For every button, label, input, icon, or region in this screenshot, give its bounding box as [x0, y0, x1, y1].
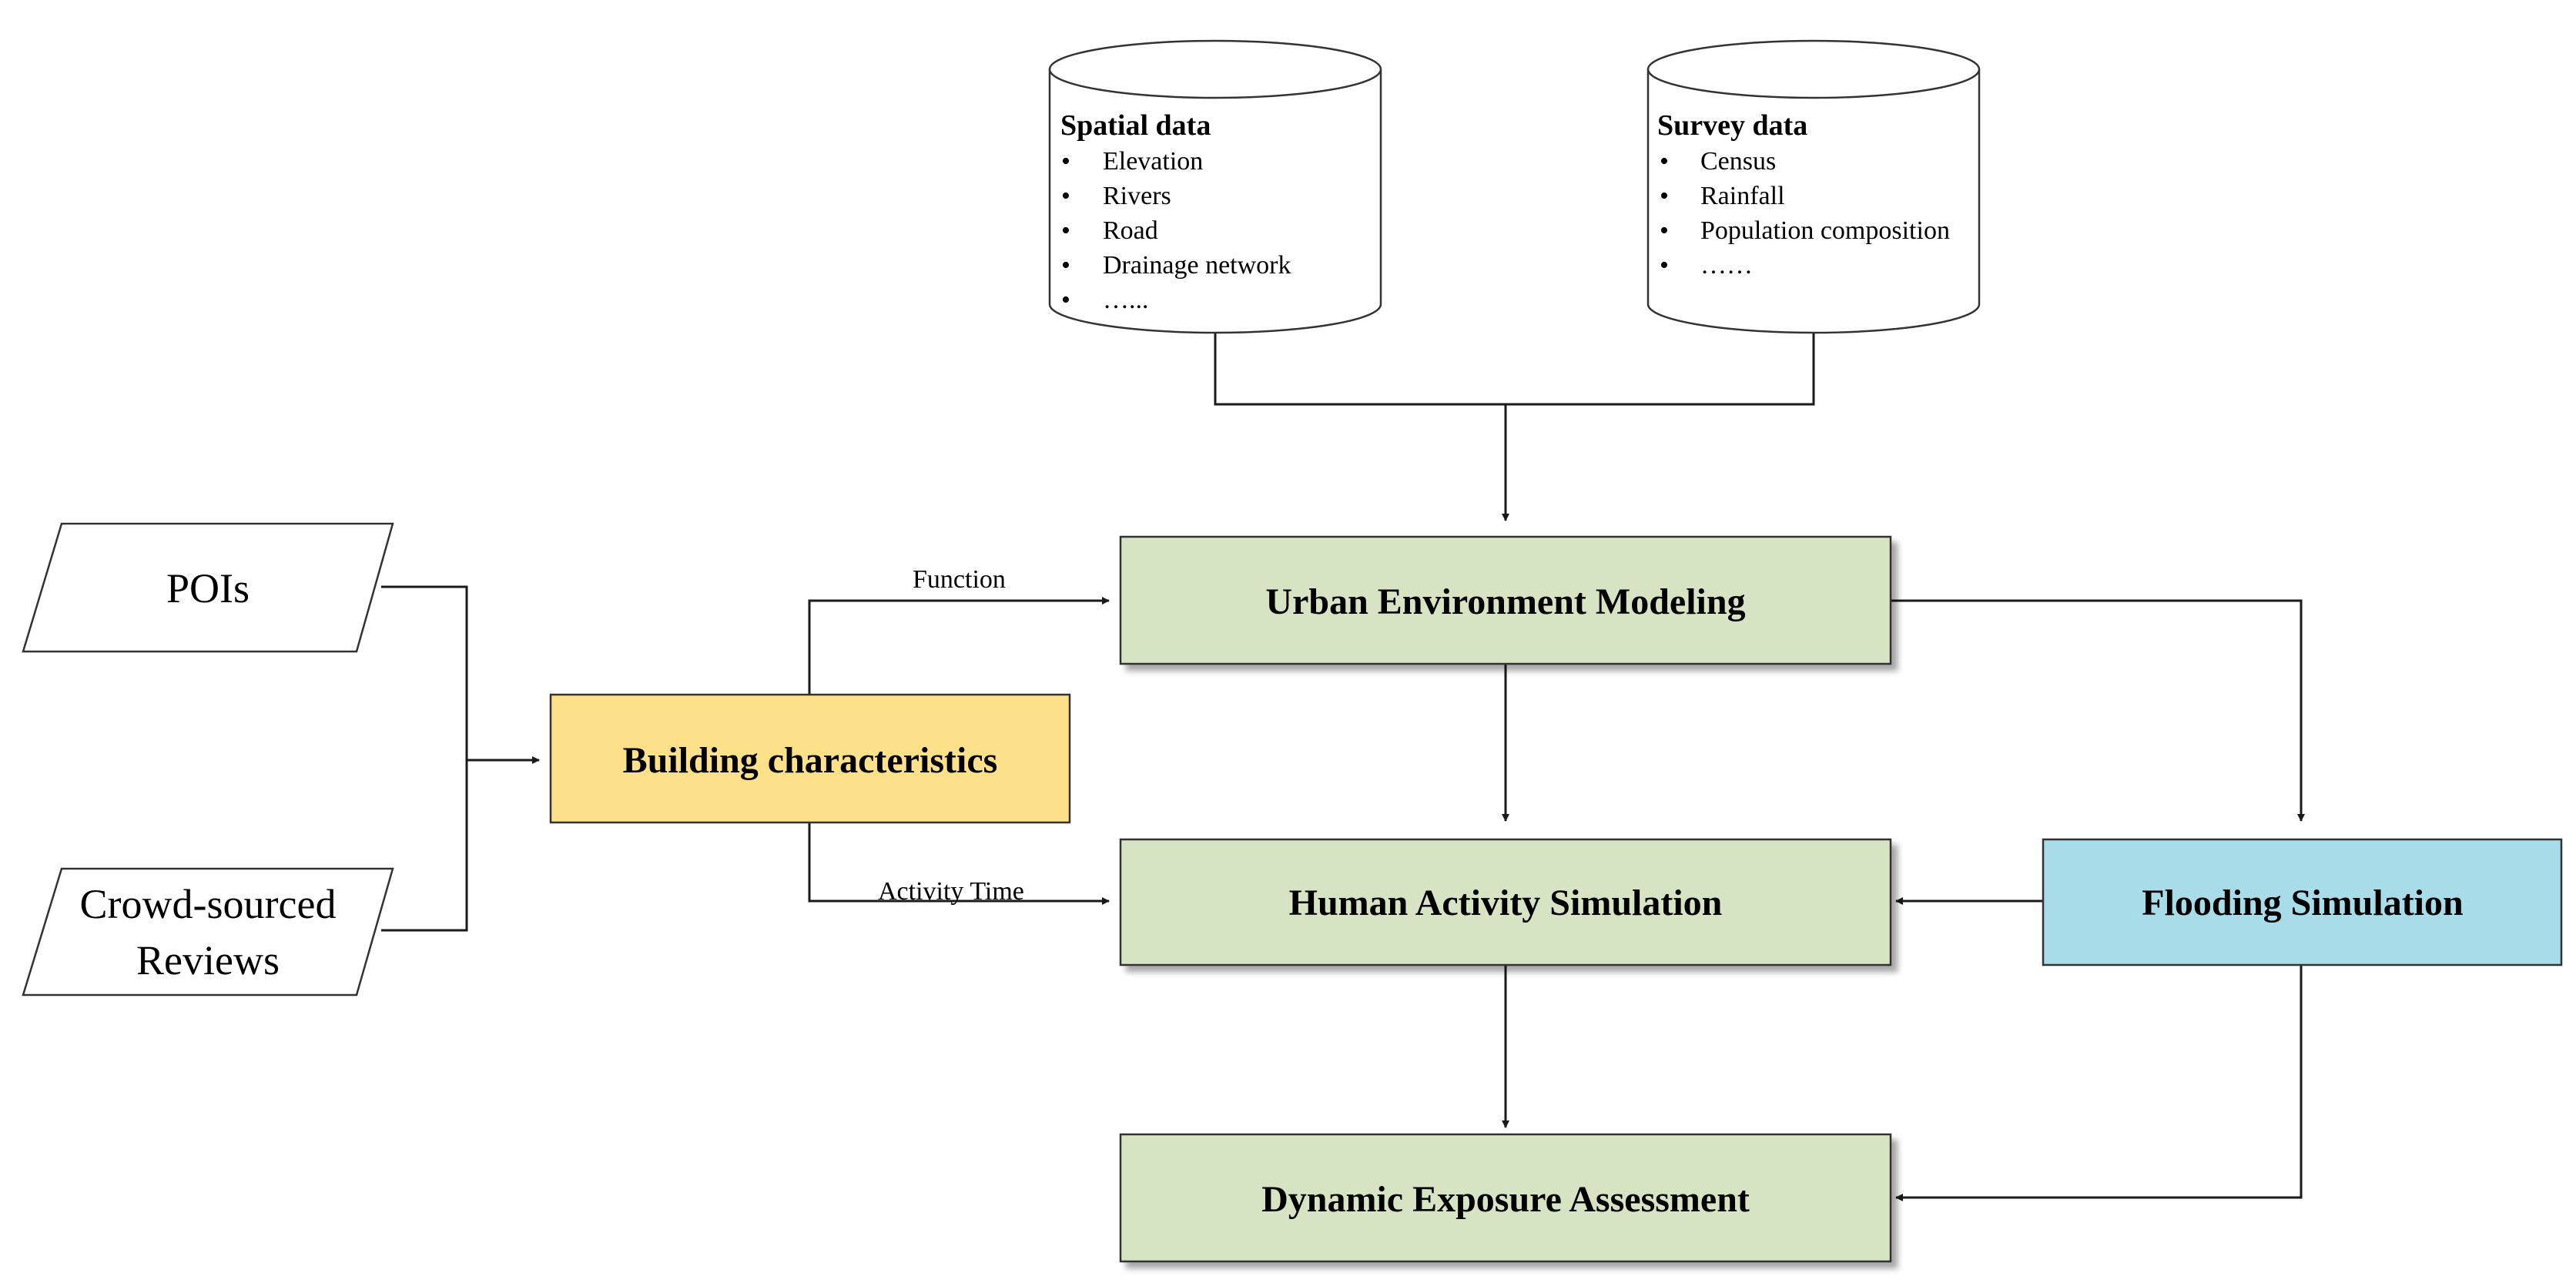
spatial-item-road: Road — [1103, 216, 1158, 245]
flooding-simulation-label: Flooding Simulation — [2142, 883, 2463, 923]
flooding-simulation-rect — [2042, 838, 2563, 966]
reviews-connector — [381, 760, 468, 932]
spatial-item-elevation: Elevation — [1103, 147, 1203, 176]
reviews-label-line2: Reviews — [136, 937, 280, 983]
survey-bullet-3: • — [1660, 216, 1669, 245]
survey-bullet-4: • — [1660, 251, 1669, 280]
human-activity-simulation-box: Human Activity Simulation — [1119, 838, 1892, 966]
pois-parallelogram — [22, 522, 394, 653]
survey-item-rainfall: Rainfall — [1700, 182, 1785, 210]
survey-data-database: Survey data • Census • Rainfall • Popula… — [1646, 39, 1981, 334]
building-characteristics-box: Building characteristics — [549, 693, 1071, 824]
pois-input: POIs — [22, 522, 394, 653]
survey-data-cylinder-body — [1646, 69, 1981, 334]
human-activity-simulation-label: Human Activity Simulation — [1289, 883, 1723, 923]
spatial-item-rivers: Rivers — [1103, 182, 1171, 210]
spatial-item-more: …... — [1103, 286, 1149, 314]
spatial-bullet-1: • — [1061, 147, 1070, 176]
spatial-bullet-4: • — [1061, 251, 1070, 280]
spatial-bullet-3: • — [1061, 216, 1070, 245]
spatial-data-connector — [1214, 333, 1506, 406]
flooding-simulation-box: Flooding Simulation — [2042, 838, 2563, 966]
dynamic-exposure-assessment-rect — [1119, 1133, 1892, 1263]
activity-time-label: Activity Time — [878, 877, 1024, 906]
survey-data-cylinder-top — [1646, 39, 1981, 99]
building-characteristics-label: Building characteristics — [623, 740, 998, 781]
survey-item-population: Population composition — [1700, 216, 1950, 245]
urban-to-flooding-arrow — [1891, 599, 2305, 822]
dynamic-exposure-assessment-label: Dynamic Exposure Assessment — [1261, 1179, 1750, 1220]
survey-item-census: Census — [1700, 147, 1776, 176]
connectors — [381, 333, 2305, 1201]
urban-environment-modeling-label: Urban Environment Modeling — [1265, 581, 1745, 622]
building-characteristics-rect — [549, 693, 1071, 824]
function-arrow — [808, 597, 1110, 695]
survey-data-title: Survey data — [1657, 109, 1807, 142]
spatial-data-cylinder-top — [1048, 39, 1382, 99]
survey-data-list: • Census • Rainfall • Population composi… — [1660, 147, 1950, 280]
dynamic-exposure-assessment-box: Dynamic Exposure Assessment — [1119, 1133, 1892, 1263]
pois-connector — [381, 585, 468, 760]
flooding-to-exposure-arrow — [1895, 965, 2303, 1201]
survey-bullet-1: • — [1660, 147, 1669, 176]
survey-data-connector — [1506, 333, 1815, 406]
survey-item-more: …… — [1700, 251, 1753, 280]
spatial-data-title: Spatial data — [1060, 109, 1211, 142]
function-label: Function — [913, 565, 1006, 594]
human-activity-simulation-rect — [1119, 838, 1892, 966]
spatial-item-drainage: Drainage network — [1103, 251, 1291, 280]
spatial-data-database: Spatial data • Elevation • Rivers • Road… — [1048, 39, 1382, 334]
reviews-input: Crowd-sourced Reviews — [22, 867, 394, 997]
reviews-label-line1: Crowd-sourced — [80, 881, 337, 927]
spatial-data-cylinder-body — [1048, 69, 1382, 334]
spatial-bullet-2: • — [1061, 182, 1070, 210]
spatial-data-list: • Elevation • Rivers • Road • Drainage n… — [1061, 147, 1291, 314]
survey-bullet-2: • — [1660, 182, 1669, 210]
urban-environment-modeling-box: Urban Environment Modeling — [1119, 535, 1892, 665]
spatial-bullet-5: • — [1061, 286, 1070, 314]
activity-time-arrow — [808, 822, 1110, 905]
reviews-parallelogram — [22, 867, 394, 997]
urban-environment-modeling-rect — [1119, 535, 1892, 665]
pois-label: POIs — [166, 565, 250, 611]
